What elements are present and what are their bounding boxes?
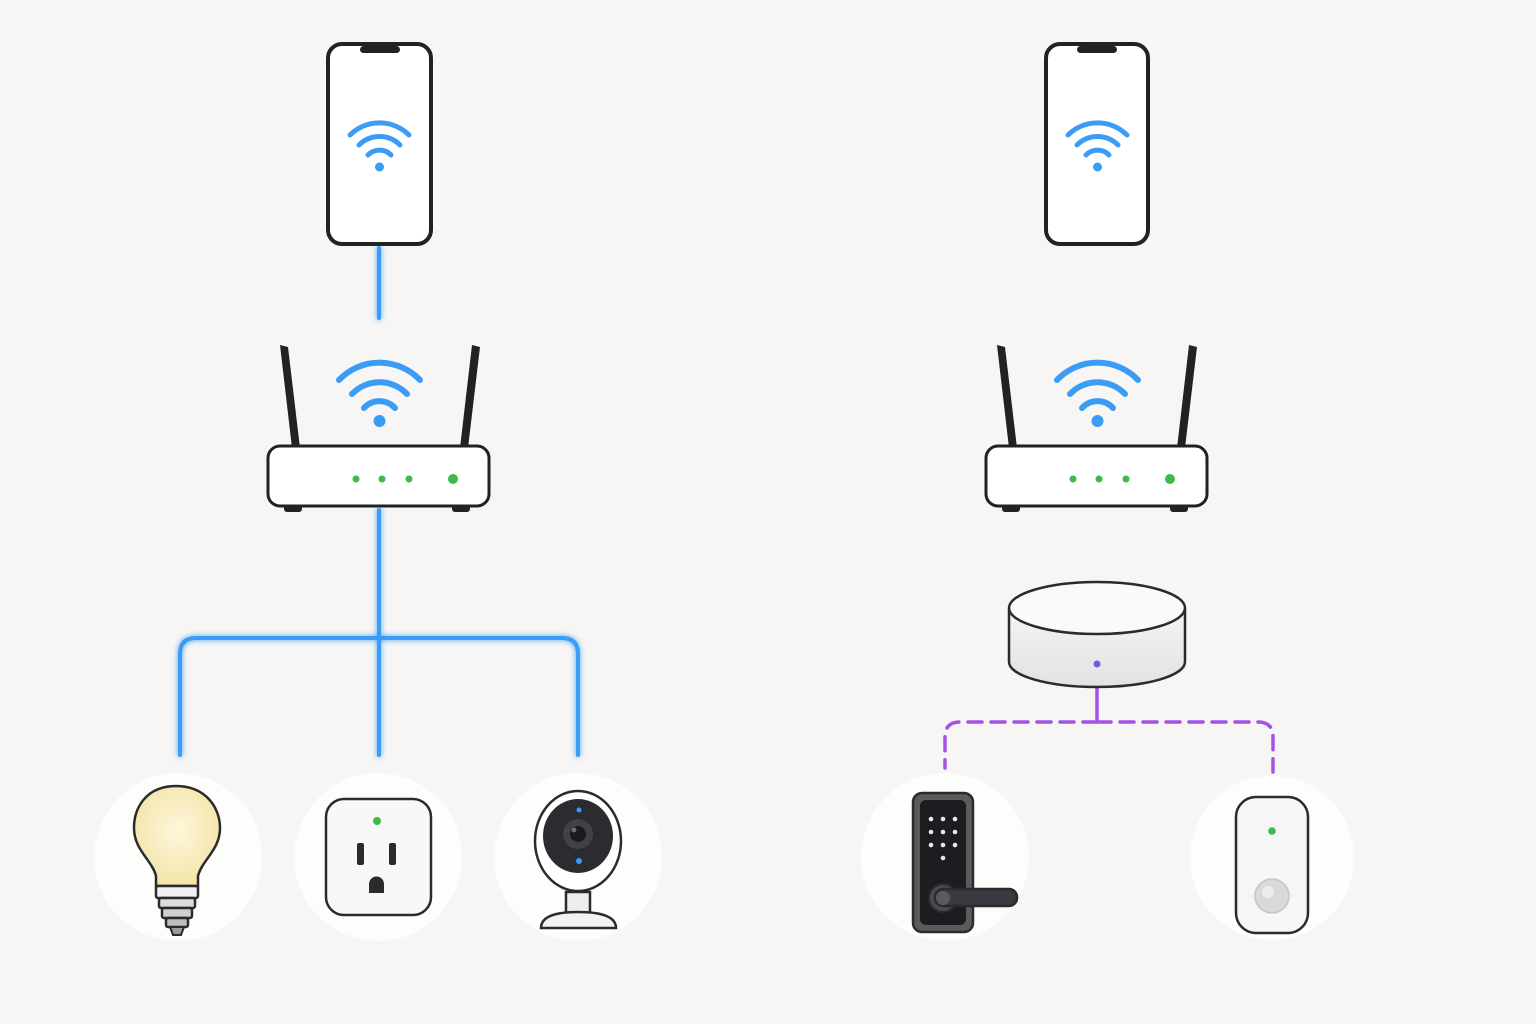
- wifi-direct-setup: [94, 42, 662, 941]
- wifi-router: [984, 345, 1209, 512]
- wifi-router: [266, 345, 491, 512]
- motion-sensor: [1190, 776, 1354, 940]
- smart-plug: [294, 773, 462, 941]
- bulb-icon: [132, 784, 222, 936]
- keypad-lock-icon: [911, 791, 1019, 934]
- smart-hub: [1007, 580, 1187, 689]
- hub-links: [943, 686, 1275, 774]
- router-antenna-right: [460, 345, 480, 448]
- keypad-buttons: [928, 816, 958, 861]
- wifi-icon: [347, 120, 412, 172]
- hub-status-led: [1093, 660, 1101, 668]
- router-antenna-right: [1177, 345, 1197, 448]
- camera-icon: [533, 789, 623, 930]
- wifi-icon: [336, 359, 423, 427]
- wifi-icon: [1054, 359, 1141, 427]
- hub-sensor-link: [1095, 720, 1275, 774]
- wifi-links: [178, 246, 580, 757]
- hub-based-setup: [861, 42, 1354, 941]
- smart-lock: [861, 773, 1029, 941]
- router-camera-link: [377, 636, 580, 757]
- router-antenna-left: [280, 345, 300, 448]
- router-status-leds: [1069, 474, 1175, 484]
- router-bulb-link: [178, 636, 381, 757]
- wifi-icon: [1065, 120, 1130, 172]
- router-antenna-left: [997, 345, 1017, 448]
- security-camera: [494, 773, 662, 941]
- smart-bulb: [94, 773, 262, 941]
- smartphone: [326, 42, 433, 246]
- smartphone: [1044, 42, 1150, 246]
- outlet-icon: [324, 797, 433, 917]
- router-status-leds: [352, 474, 458, 484]
- motion-sensor-icon: [1234, 795, 1310, 935]
- hub-lock-link: [943, 720, 1099, 770]
